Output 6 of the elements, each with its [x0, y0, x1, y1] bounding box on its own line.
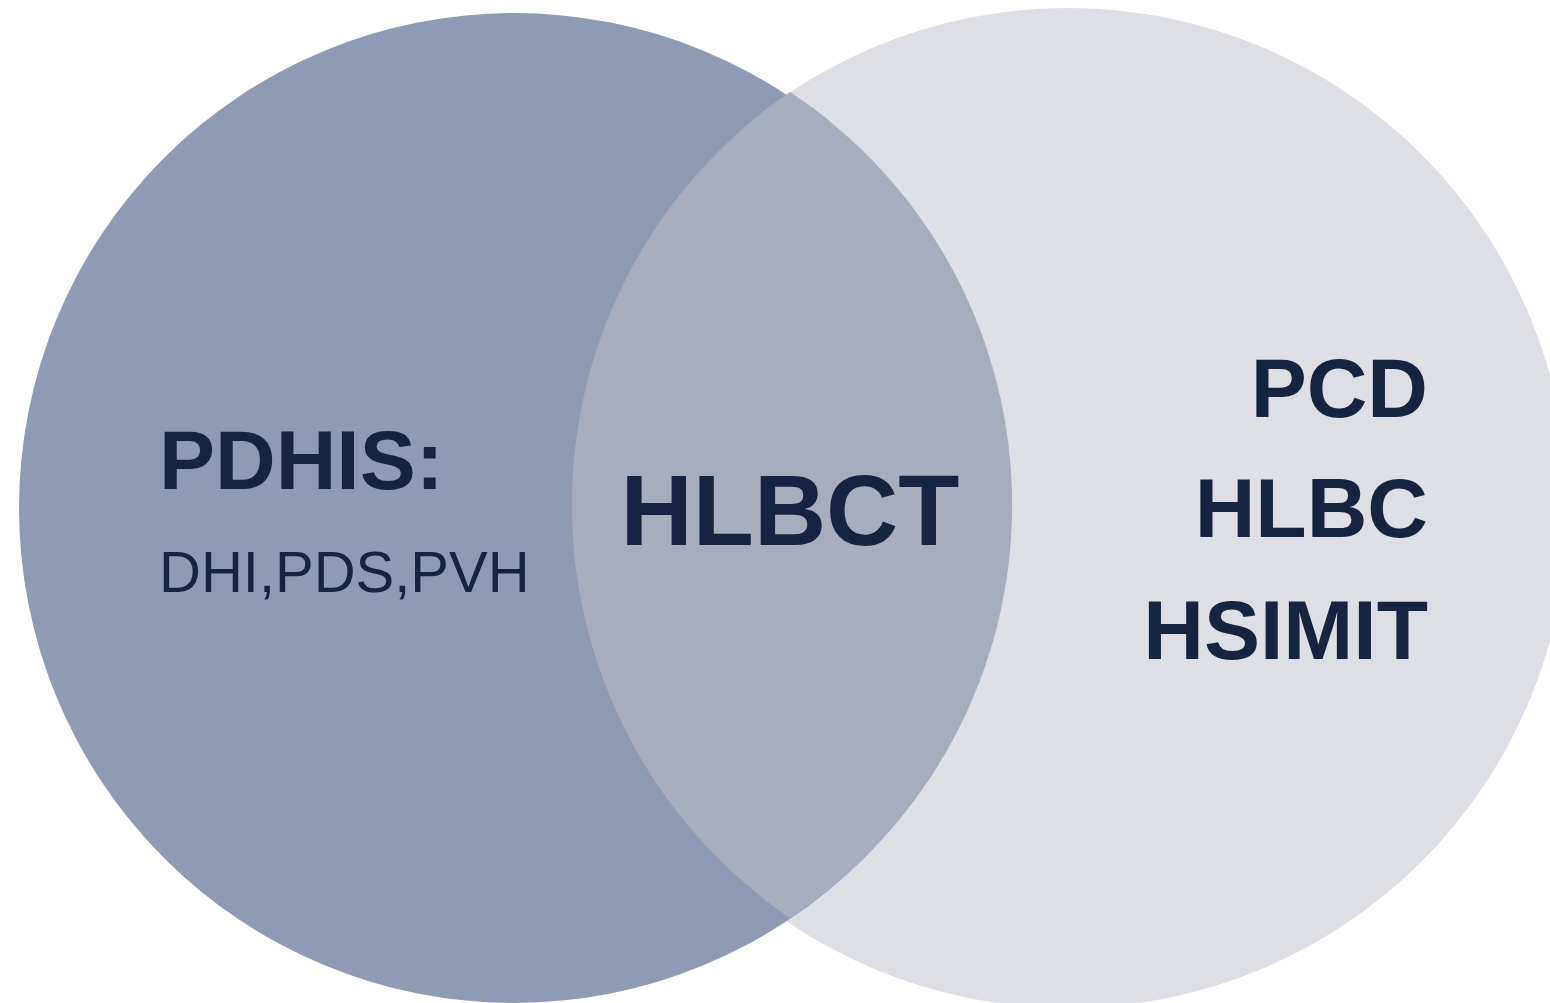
set-item: PCD: [1250, 346, 1428, 430]
overlap-label: HLBCT: [620, 460, 960, 560]
set-heading: PDHIS:: [159, 418, 444, 502]
set-item: HLBC: [1194, 466, 1428, 550]
set-items: DHI,PDS,PVH: [159, 543, 530, 601]
set-item: HSIMIT: [1143, 588, 1428, 672]
